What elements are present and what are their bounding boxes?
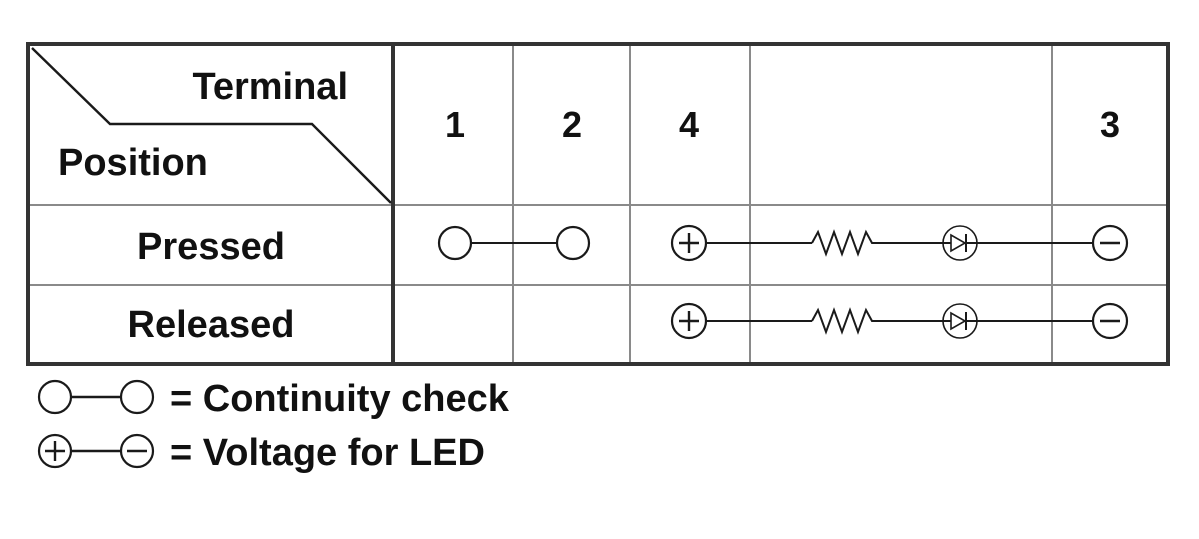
header-corner-cell: Terminal Position <box>31 47 392 204</box>
open-terminal-icon <box>119 379 155 415</box>
terminal-number: 1 <box>445 104 465 145</box>
position-heading: Position <box>58 142 208 184</box>
legend-continuity-text: = Continuity check <box>170 378 510 420</box>
table-grid <box>26 42 1170 366</box>
resistor-icon <box>811 229 878 257</box>
position-label-released: Released <box>128 304 295 346</box>
terminal-heading: Terminal <box>192 66 348 108</box>
terminal-number: 3 <box>1100 104 1120 145</box>
open-terminal-icon <box>37 379 73 415</box>
position-label-pressed: Pressed <box>137 226 285 268</box>
terminal-headers: 1 2 4 3 <box>445 104 1120 145</box>
positive-terminal-icon <box>670 224 708 262</box>
legend-voltage-symbol <box>37 433 155 469</box>
negative-terminal-icon <box>1091 224 1129 262</box>
table-border <box>26 42 1170 366</box>
led-circuit-pressed <box>670 224 1129 262</box>
legend: = Continuity check = Voltage for LED <box>37 378 510 474</box>
negative-terminal-icon <box>1091 302 1129 340</box>
open-terminal-icon <box>437 225 473 261</box>
continuity-connection-1-2 <box>437 225 591 261</box>
terminal-number: 2 <box>562 104 582 145</box>
positive-terminal-icon <box>670 302 708 340</box>
positive-terminal-icon <box>37 433 73 469</box>
legend-continuity-symbol <box>37 379 155 415</box>
legend-voltage-text: = Voltage for LED <box>170 432 485 474</box>
terminal-number: 4 <box>679 104 699 145</box>
corner-diagonal-divider <box>31 47 392 204</box>
led-circuit-released <box>670 302 1129 340</box>
led-icon <box>942 303 978 339</box>
open-terminal-icon <box>555 225 591 261</box>
resistor-icon <box>811 307 878 335</box>
negative-terminal-icon <box>119 433 155 469</box>
led-icon <box>942 225 978 261</box>
